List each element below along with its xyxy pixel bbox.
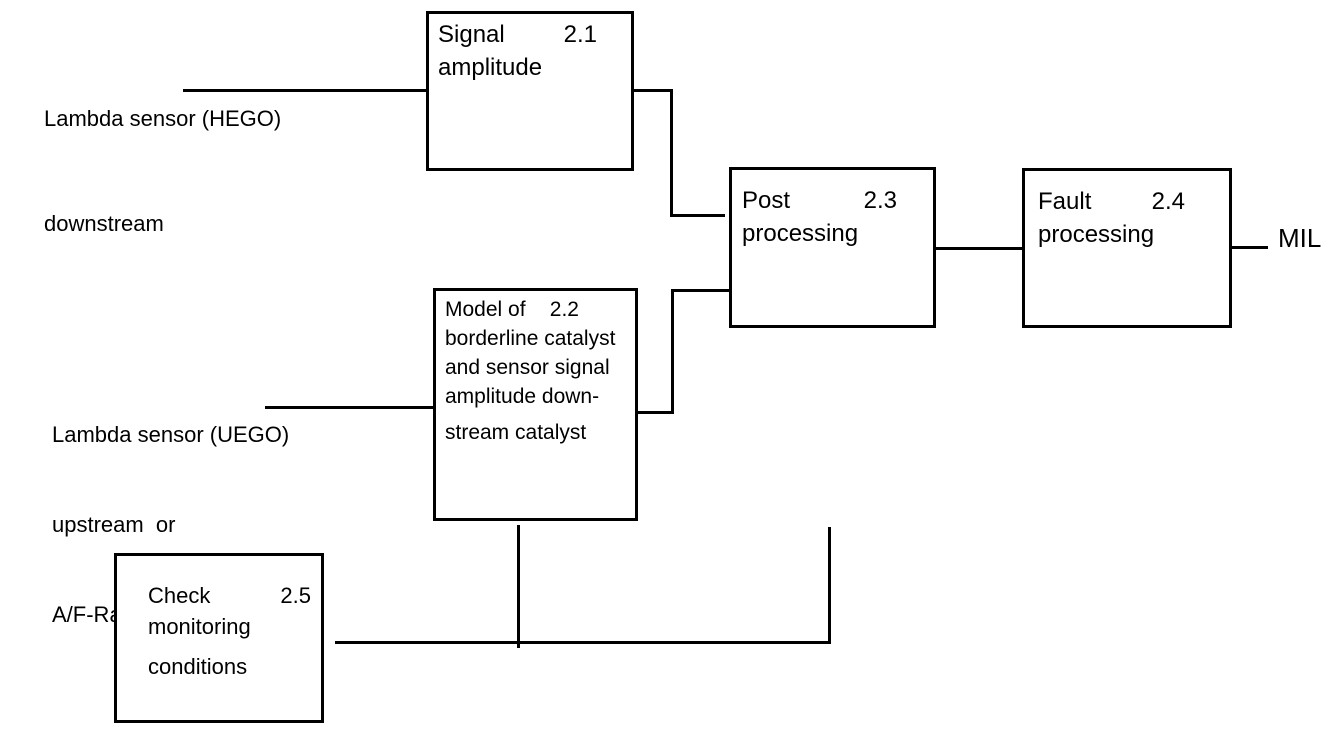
connector-fault-to-mil: [1232, 246, 1268, 249]
fault-processing-box-title: Fault: [1038, 188, 1092, 215]
fault-processing-box-titlerow: Fault 2.4: [1038, 185, 1185, 218]
post-processing-box: Post 2.3 processing: [729, 167, 936, 328]
post-processing-box-titlerow: Post 2.3: [742, 184, 897, 217]
fault-processing-box: Fault 2.4 processing: [1022, 168, 1232, 328]
check-box-line3: conditions: [148, 654, 248, 679]
fault-processing-box-number: 2.4: [1151, 188, 1185, 215]
model-box-line3: and sensor signal: [445, 356, 610, 379]
input-label-hego-line1: Lambda sensor (HEGO): [44, 106, 282, 131]
model-box-number: 2.2: [549, 298, 579, 321]
post-processing-box-line2: processing: [742, 220, 859, 247]
connector-signal-to-post-h: [670, 214, 725, 217]
model-box-titlerow: Model of 2.2: [445, 295, 579, 324]
check-box-number: 2.5: [280, 583, 311, 608]
connector-model-up-v: [671, 289, 674, 414]
model-box-line4: amplitude down-: [445, 385, 600, 408]
model-box-line2: borderline catalyst: [445, 327, 616, 350]
connector-post-to-fault: [936, 247, 1022, 250]
model-borderline-catalyst-box: Model of 2.2 borderline catalyst and sen…: [433, 288, 638, 521]
input-label-uego-line2: upstream or: [52, 512, 176, 537]
check-box-line2: monitoring: [148, 614, 251, 639]
signal-amplitude-box-line2: amplitude: [438, 54, 543, 81]
check-box-title: Check: [148, 583, 211, 608]
signal-amplitude-box: Signal 2.1 amplitude: [426, 11, 634, 171]
signal-amplitude-box-number: 2.1: [563, 21, 597, 48]
post-processing-box-number: 2.3: [863, 187, 897, 214]
connector-hego-to-signal: [183, 89, 426, 92]
input-label-hego-line2: downstream: [44, 211, 164, 236]
model-box-line5: stream catalyst: [445, 421, 587, 444]
check-monitoring-conditions-box: Check 2.5 monitoring conditions: [114, 553, 324, 723]
input-label-uego-line1: Lambda sensor (UEGO): [52, 422, 290, 447]
model-box-title: Model of: [445, 298, 526, 321]
signal-amplitude-box-titlerow: Signal 2.1: [438, 18, 597, 51]
input-label-hego: Lambda sensor (HEGO) downstream: [44, 31, 281, 311]
connector-model-bottom-v: [517, 525, 520, 648]
check-box-titlerow: Check 2.5: [148, 580, 311, 611]
connector-model-out-h: [636, 411, 674, 414]
connector-uego-to-model: [265, 406, 435, 409]
connector-bus-up-v: [828, 527, 831, 644]
fault-processing-box-line2: processing: [1038, 221, 1155, 248]
post-processing-box-title: Post: [742, 187, 791, 214]
signal-amplitude-box-title: Signal: [438, 21, 505, 48]
connector-model-to-post-h: [671, 289, 730, 292]
connector-check-bus-h: [335, 641, 831, 644]
output-label-mil: MIL: [1278, 223, 1322, 253]
connector-signal-out-h: [632, 89, 673, 92]
connector-signal-down-v: [670, 89, 673, 217]
